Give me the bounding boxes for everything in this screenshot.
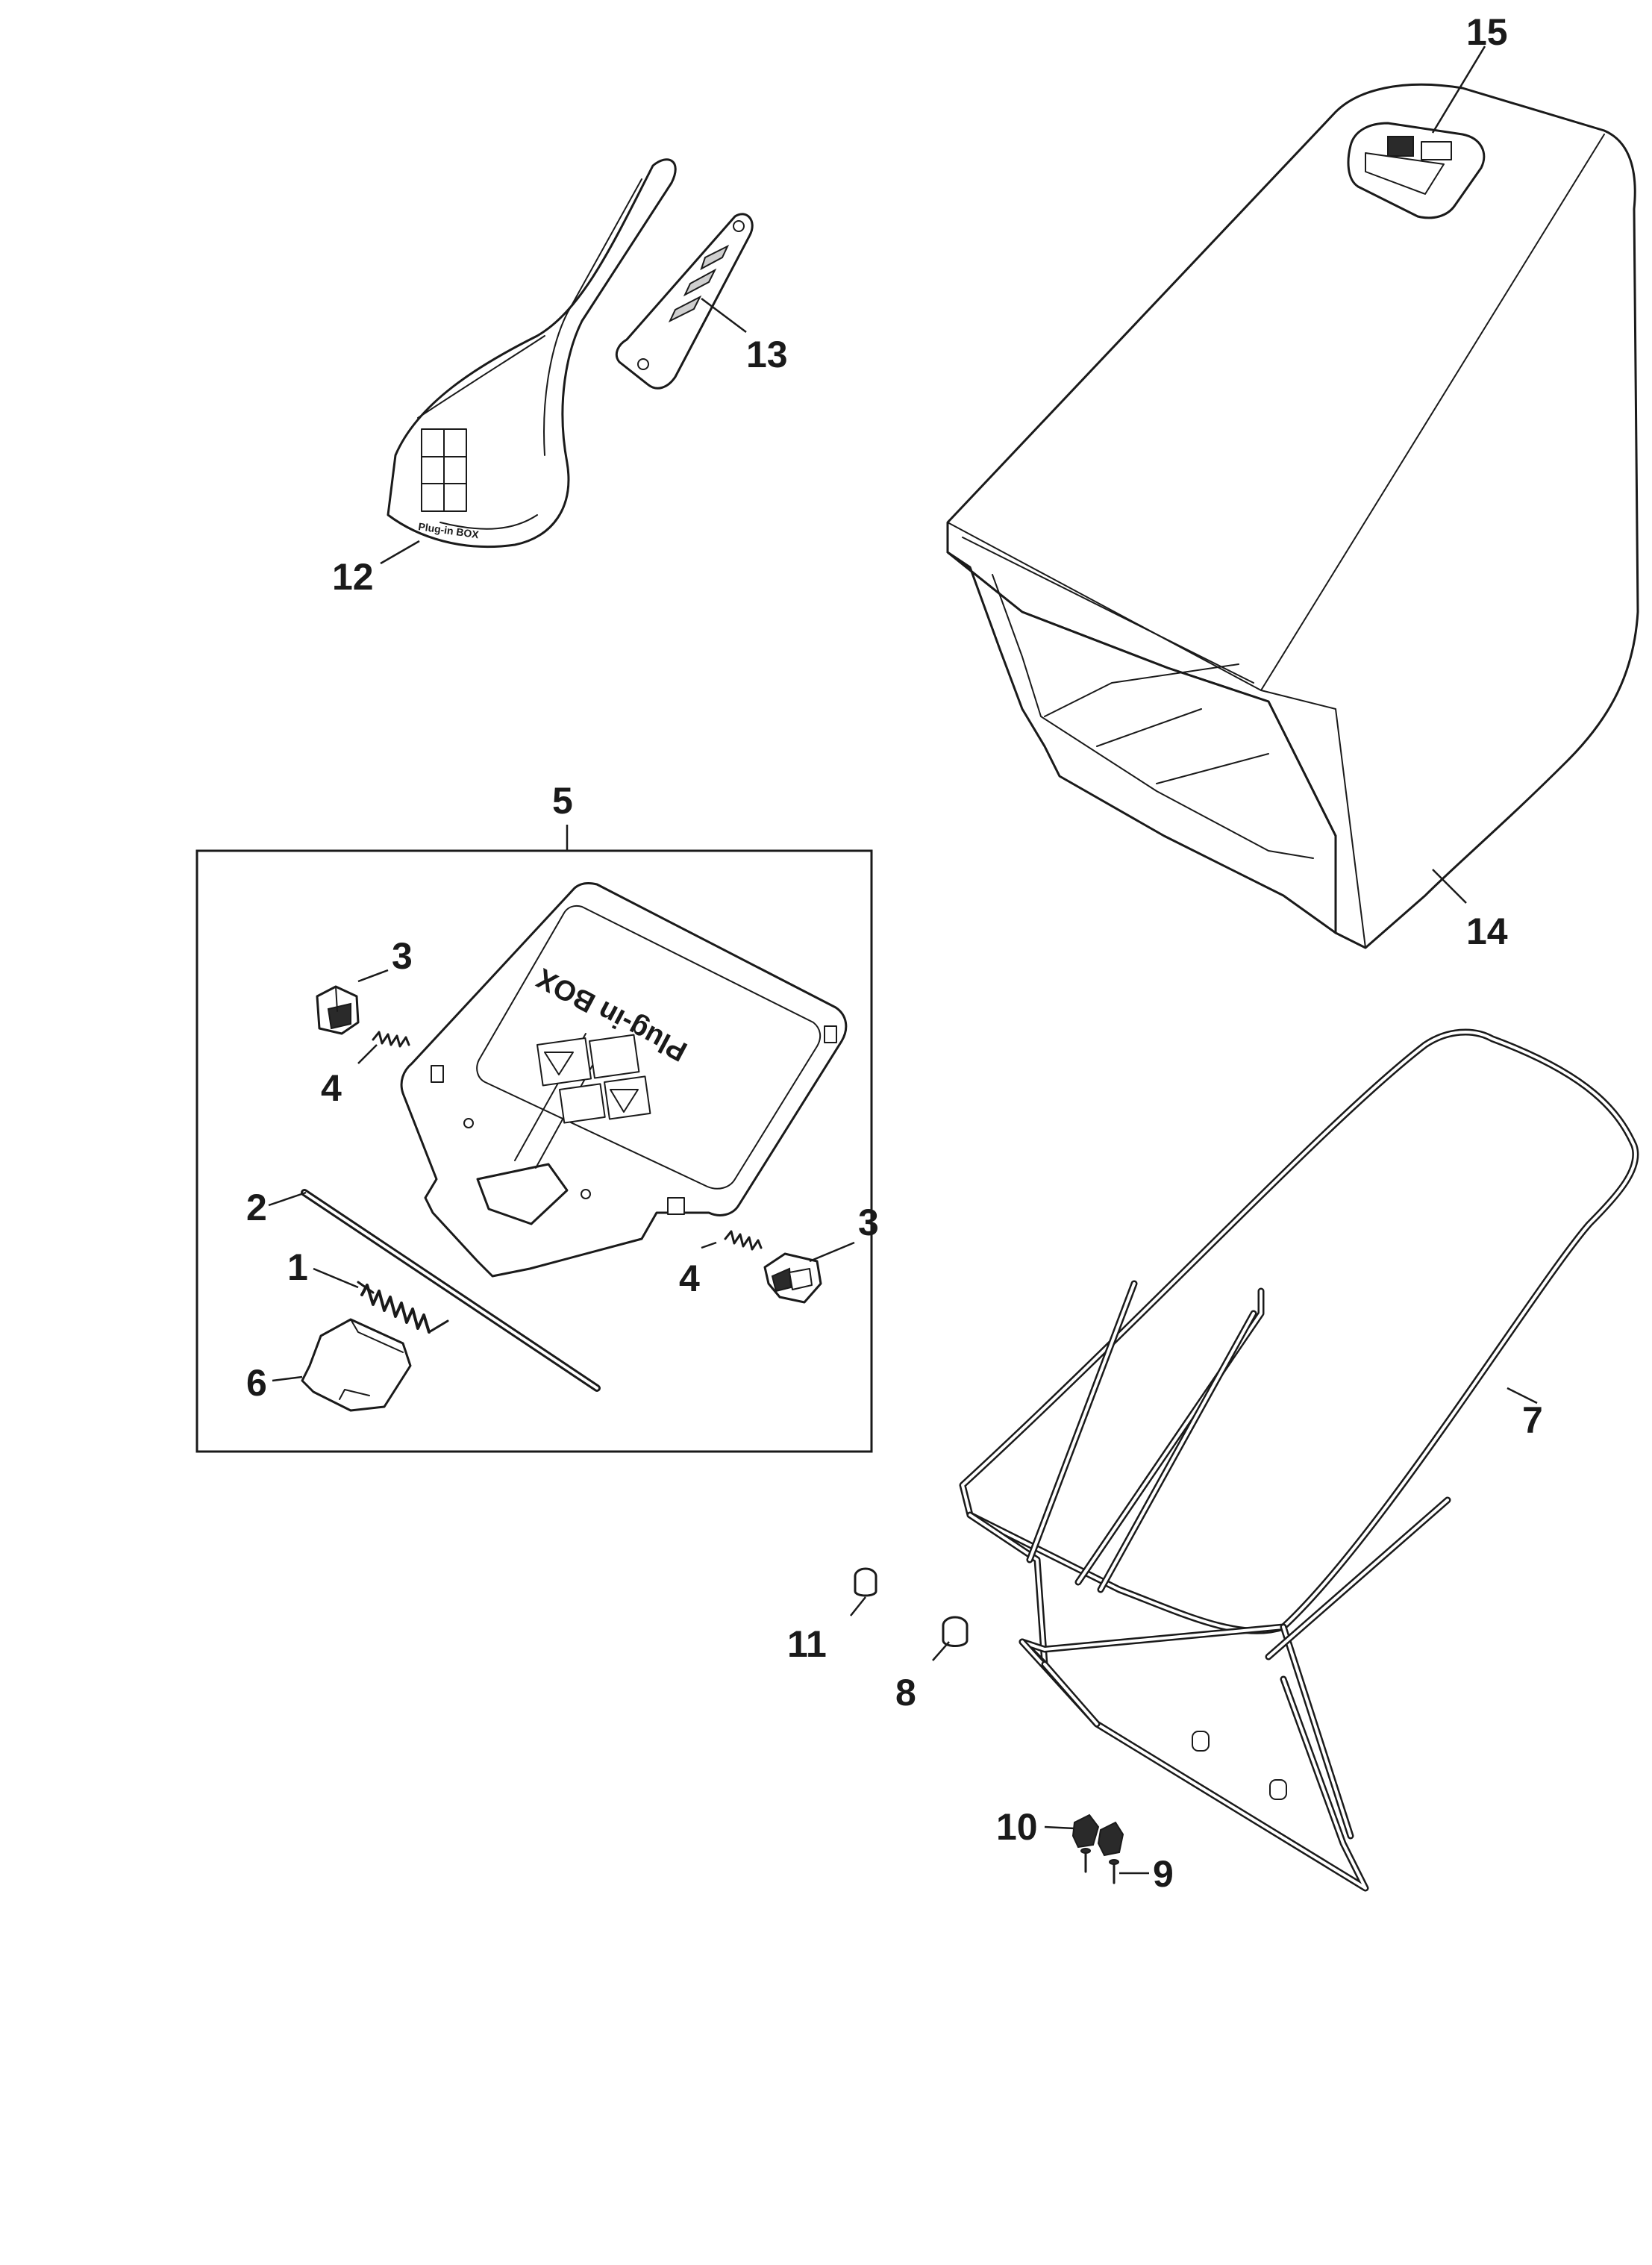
part-2-hinge-rod xyxy=(301,1189,601,1392)
part-9-screws xyxy=(1080,1848,1119,1884)
part-14-catcher-bag xyxy=(946,83,1639,949)
callouts: 15 13 12 5 14 3 4 2 3 4 1 6 7 11 8 10 9 xyxy=(246,11,1543,1895)
part-4-spring-left xyxy=(372,1031,410,1048)
part-3-hinge-clip-left xyxy=(316,985,360,1035)
callout-12: 12 xyxy=(332,556,374,598)
callout-7: 7 xyxy=(1522,1399,1543,1441)
callout-13: 13 xyxy=(746,334,788,375)
part-5-flap-assembly-box xyxy=(195,849,873,1453)
part-13-handle-grip xyxy=(615,213,754,390)
part-3-hinge-clip-right xyxy=(763,1252,822,1304)
callout-9: 9 xyxy=(1153,1853,1174,1895)
callout-10: 10 xyxy=(996,1806,1038,1848)
callout-1: 1 xyxy=(287,1246,308,1288)
part-7-wire-frame xyxy=(959,1028,1639,1892)
part-12-guard: Plug-in BOX xyxy=(387,158,677,549)
callout-6: 6 xyxy=(246,1362,267,1404)
part-11-bushing xyxy=(854,1567,877,1597)
part-4-spring-right xyxy=(724,1230,763,1251)
callout-11: 11 xyxy=(787,1623,827,1665)
flap-body: Plug-in BOX xyxy=(400,881,848,1278)
callout-3-left: 3 xyxy=(392,935,413,977)
part-8-bushing xyxy=(942,1616,969,1647)
bag-fill-indicator xyxy=(1347,122,1486,219)
part-10-clamps xyxy=(1071,1813,1124,1857)
part-6-cover-plate xyxy=(301,1318,412,1412)
callout-3-right: 3 xyxy=(858,1202,879,1243)
callout-4-left: 4 xyxy=(321,1067,342,1109)
leader-lines xyxy=(268,46,1538,1875)
callout-4-right: 4 xyxy=(679,1258,700,1299)
callout-5: 5 xyxy=(552,780,573,822)
callout-14: 14 xyxy=(1466,910,1508,952)
callout-8: 8 xyxy=(895,1672,916,1713)
callout-15: 15 xyxy=(1466,11,1508,53)
part-1-torsion-spring xyxy=(357,1281,449,1334)
callout-2: 2 xyxy=(246,1187,267,1228)
